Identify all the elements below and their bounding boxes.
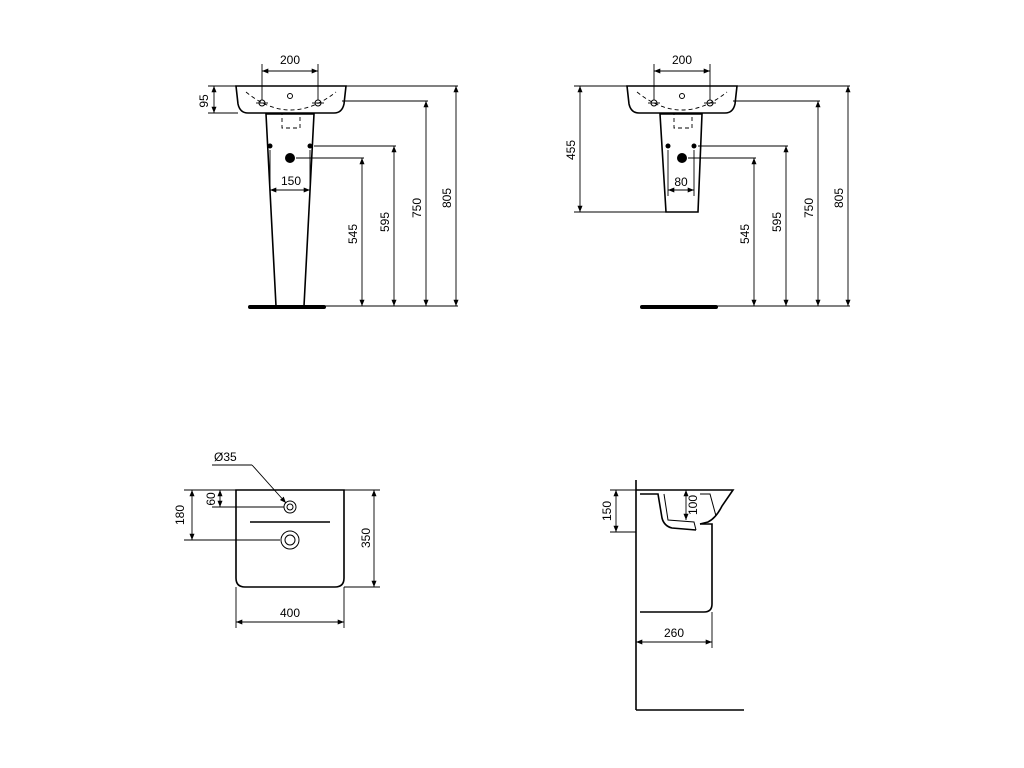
dim-label: 150 <box>600 501 614 521</box>
basin-outline <box>235 85 347 114</box>
dim-label: 805 <box>440 188 454 208</box>
pedestal-column <box>265 113 315 307</box>
side-section-view: 150 100 260 <box>600 480 744 711</box>
dim-label: 180 <box>173 505 187 525</box>
plan-view: Ø35 180 60 350 400 <box>173 450 380 628</box>
dim-label: 595 <box>770 212 784 232</box>
basin-plan-outline <box>235 489 345 588</box>
dim-label: 200 <box>672 53 692 67</box>
dim-label: 100 <box>686 495 700 515</box>
dim-label: 400 <box>280 606 300 620</box>
semi-pedestal-front-view: 200 455 80 545 595 750 805 <box>564 53 851 309</box>
dim-label: 455 <box>564 140 578 160</box>
basin-outline <box>626 85 738 114</box>
dim-label: 60 <box>204 492 218 506</box>
dim-label: 150 <box>281 174 301 188</box>
dim-label: 80 <box>674 175 688 189</box>
dim-label: 545 <box>346 224 360 244</box>
drain-hole <box>280 530 300 550</box>
dim-label: Ø35 <box>214 450 237 464</box>
semi-pedestal <box>659 113 703 213</box>
semi-pedestal-side <box>640 523 713 613</box>
dim-label: 750 <box>410 198 424 218</box>
dim-label: 595 <box>378 212 392 232</box>
dim-label: 750 <box>802 198 816 218</box>
dim-label: 350 <box>359 528 373 548</box>
dim-label: 200 <box>280 53 300 67</box>
dim-label: 545 <box>738 224 752 244</box>
dim-label: 805 <box>832 188 846 208</box>
dim-label: 260 <box>664 626 684 640</box>
basin-section <box>636 489 735 525</box>
dim-label: 95 <box>197 94 211 108</box>
pedestal-front-view: 200 95 150 545 595 750 805 <box>197 53 459 309</box>
